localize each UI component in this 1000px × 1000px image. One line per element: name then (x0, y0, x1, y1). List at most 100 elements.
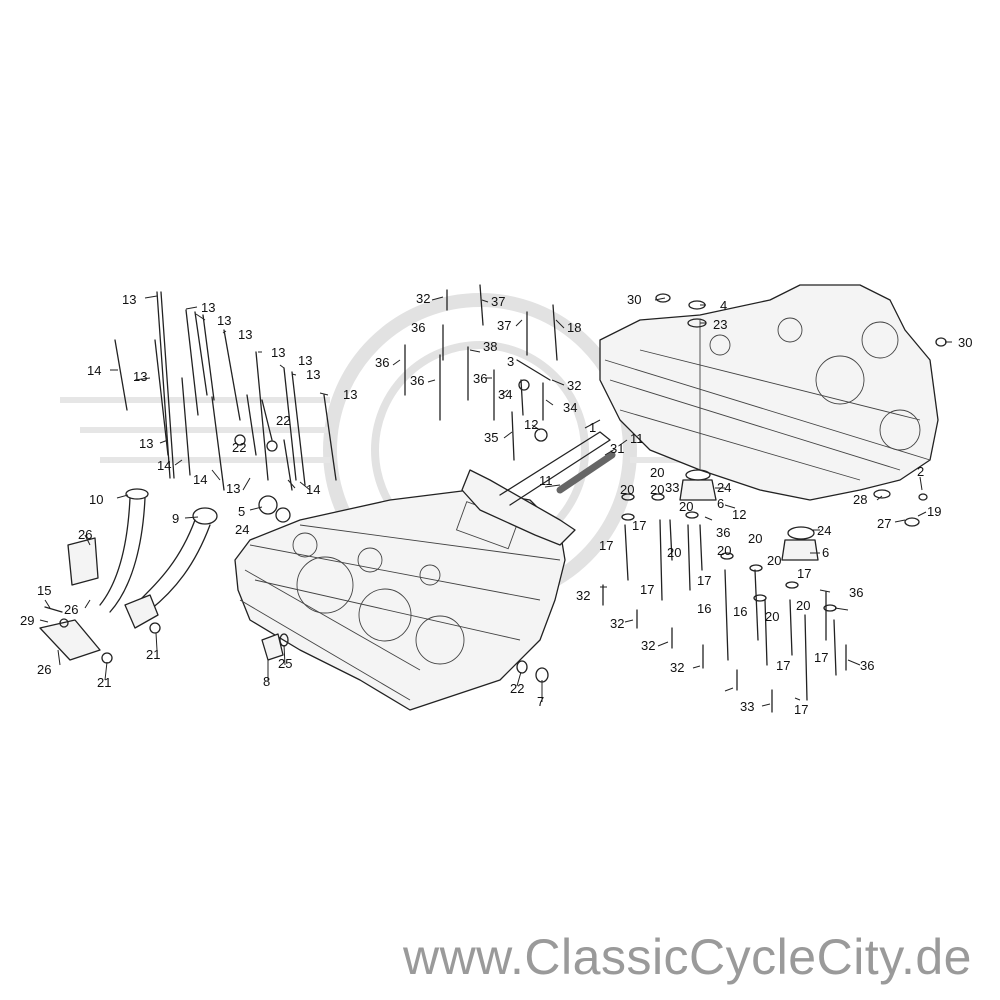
callout-36: 36 (375, 355, 389, 370)
callout-6: 6 (822, 545, 829, 560)
callout-19: 19 (927, 504, 941, 519)
callout-23: 23 (713, 317, 727, 332)
callout-38: 38 (483, 339, 497, 354)
callout-21: 21 (146, 647, 160, 662)
leader-lines (39, 295, 952, 707)
callout-36: 36 (473, 371, 487, 386)
callout-20: 20 (620, 482, 634, 497)
callout-13: 13 (298, 353, 312, 368)
callout-14: 14 (157, 458, 171, 473)
callout-30: 30 (627, 292, 641, 307)
callout-17: 17 (776, 658, 790, 673)
callout-24: 24 (817, 523, 831, 538)
callout-20: 20 (765, 609, 779, 624)
callout-34: 34 (563, 400, 577, 415)
callout-30: 30 (958, 335, 972, 350)
callout-34: 34 (498, 387, 512, 402)
callout-17: 17 (814, 650, 828, 665)
callout-33: 32 (576, 588, 590, 603)
callout-13: 13 (271, 345, 285, 360)
center-bolts (404, 284, 558, 461)
callout-36: 36 (860, 658, 874, 673)
callout-8: 8 (263, 674, 270, 689)
callout-20: 20 (650, 465, 664, 480)
callout-26: 26 (37, 662, 51, 677)
callout-26: 26 (78, 527, 92, 542)
callout-17: 17 (797, 566, 811, 581)
callout-4: 4 (720, 298, 727, 313)
callout-24: 24 (717, 480, 731, 495)
callout-16: 16 (697, 601, 711, 616)
callout-9: 9 (172, 511, 179, 526)
callout-14: 14 (87, 363, 101, 378)
callout-32: 32 (416, 291, 430, 306)
callout-26: 26 (64, 602, 78, 617)
callout-22: 22 (276, 413, 290, 428)
callout-36: 36 (716, 525, 730, 540)
callout-13: 13 (122, 292, 136, 307)
right-bolts (602, 293, 947, 713)
lower-small-parts (261, 633, 549, 683)
callout-13: 13 (226, 481, 240, 496)
watermark-text: www.ClassicCycleCity.de (402, 929, 972, 985)
callout-17: 17 (599, 538, 613, 553)
callout-33: 33 (740, 699, 754, 714)
callout-22: 22 (510, 681, 524, 696)
callout-17: 17 (640, 582, 654, 597)
callout-36: 36 (849, 585, 863, 600)
callout-13: 13 (306, 367, 320, 382)
lower-crankcase (234, 489, 566, 711)
callout-10: 10 (89, 492, 103, 507)
callout-20: 20 (748, 531, 762, 546)
callouts: 13 13 13 13 13 13 13 13 13 13 13 14 14 1… (20, 291, 972, 717)
callout-20: 20 (650, 482, 664, 497)
callout-12: 12 (524, 417, 538, 432)
callout-11: 11 (630, 431, 644, 446)
callout-7: 7 (537, 694, 544, 709)
callout-13: 13 (217, 313, 231, 328)
callout-14: 14 (306, 482, 320, 497)
callout-13: 13 (343, 387, 357, 402)
callout-14: 14 (193, 472, 207, 487)
callout-15: 15 (37, 583, 51, 598)
callout-17: 17 (697, 573, 711, 588)
callout-6: 6 (717, 496, 724, 511)
callout-21: 21 (97, 675, 111, 690)
callout-24: 24 (235, 522, 249, 537)
callout-32: 32 (567, 378, 581, 393)
callout-20: 20 (717, 543, 731, 558)
callout-2: 2 (917, 464, 924, 479)
callout-13: 13 (201, 300, 215, 315)
callout-13: 13 (238, 327, 252, 342)
oil-tube (461, 431, 616, 546)
callout-20: 20 (796, 598, 810, 613)
callout-27: 27 (877, 516, 891, 531)
callout-33: 33 (665, 480, 679, 495)
callout-37: 37 (497, 318, 511, 333)
callout-18: 18 (567, 320, 581, 335)
callout-20: 20 (679, 499, 693, 514)
callout-32: 32 (641, 638, 655, 653)
callout-17: 17 (794, 702, 808, 717)
callout-1: 1 (589, 420, 596, 435)
callout-13: 13 (139, 436, 153, 451)
callout-5: 5 (238, 504, 245, 519)
callout-36: 36 (410, 373, 424, 388)
callout-12: 12 (732, 507, 746, 522)
callout-31: 31 (610, 441, 624, 456)
callout-29: 29 (20, 613, 34, 628)
callout-35: 35 (484, 430, 498, 445)
callout-20: 20 (667, 545, 681, 560)
callout-22: 22 (232, 440, 246, 455)
callout-37: 37 (491, 294, 505, 309)
callout-11: 11 (539, 473, 553, 488)
upper-crankcase (599, 284, 939, 501)
oil-pipes (39, 488, 218, 664)
callout-3: 3 (507, 354, 514, 369)
callout-36: 36 (411, 320, 425, 335)
studs (114, 291, 337, 523)
callout-16: 16 (733, 604, 747, 619)
callout-25: 25 (278, 656, 292, 671)
callout-17: 17 (632, 518, 646, 533)
